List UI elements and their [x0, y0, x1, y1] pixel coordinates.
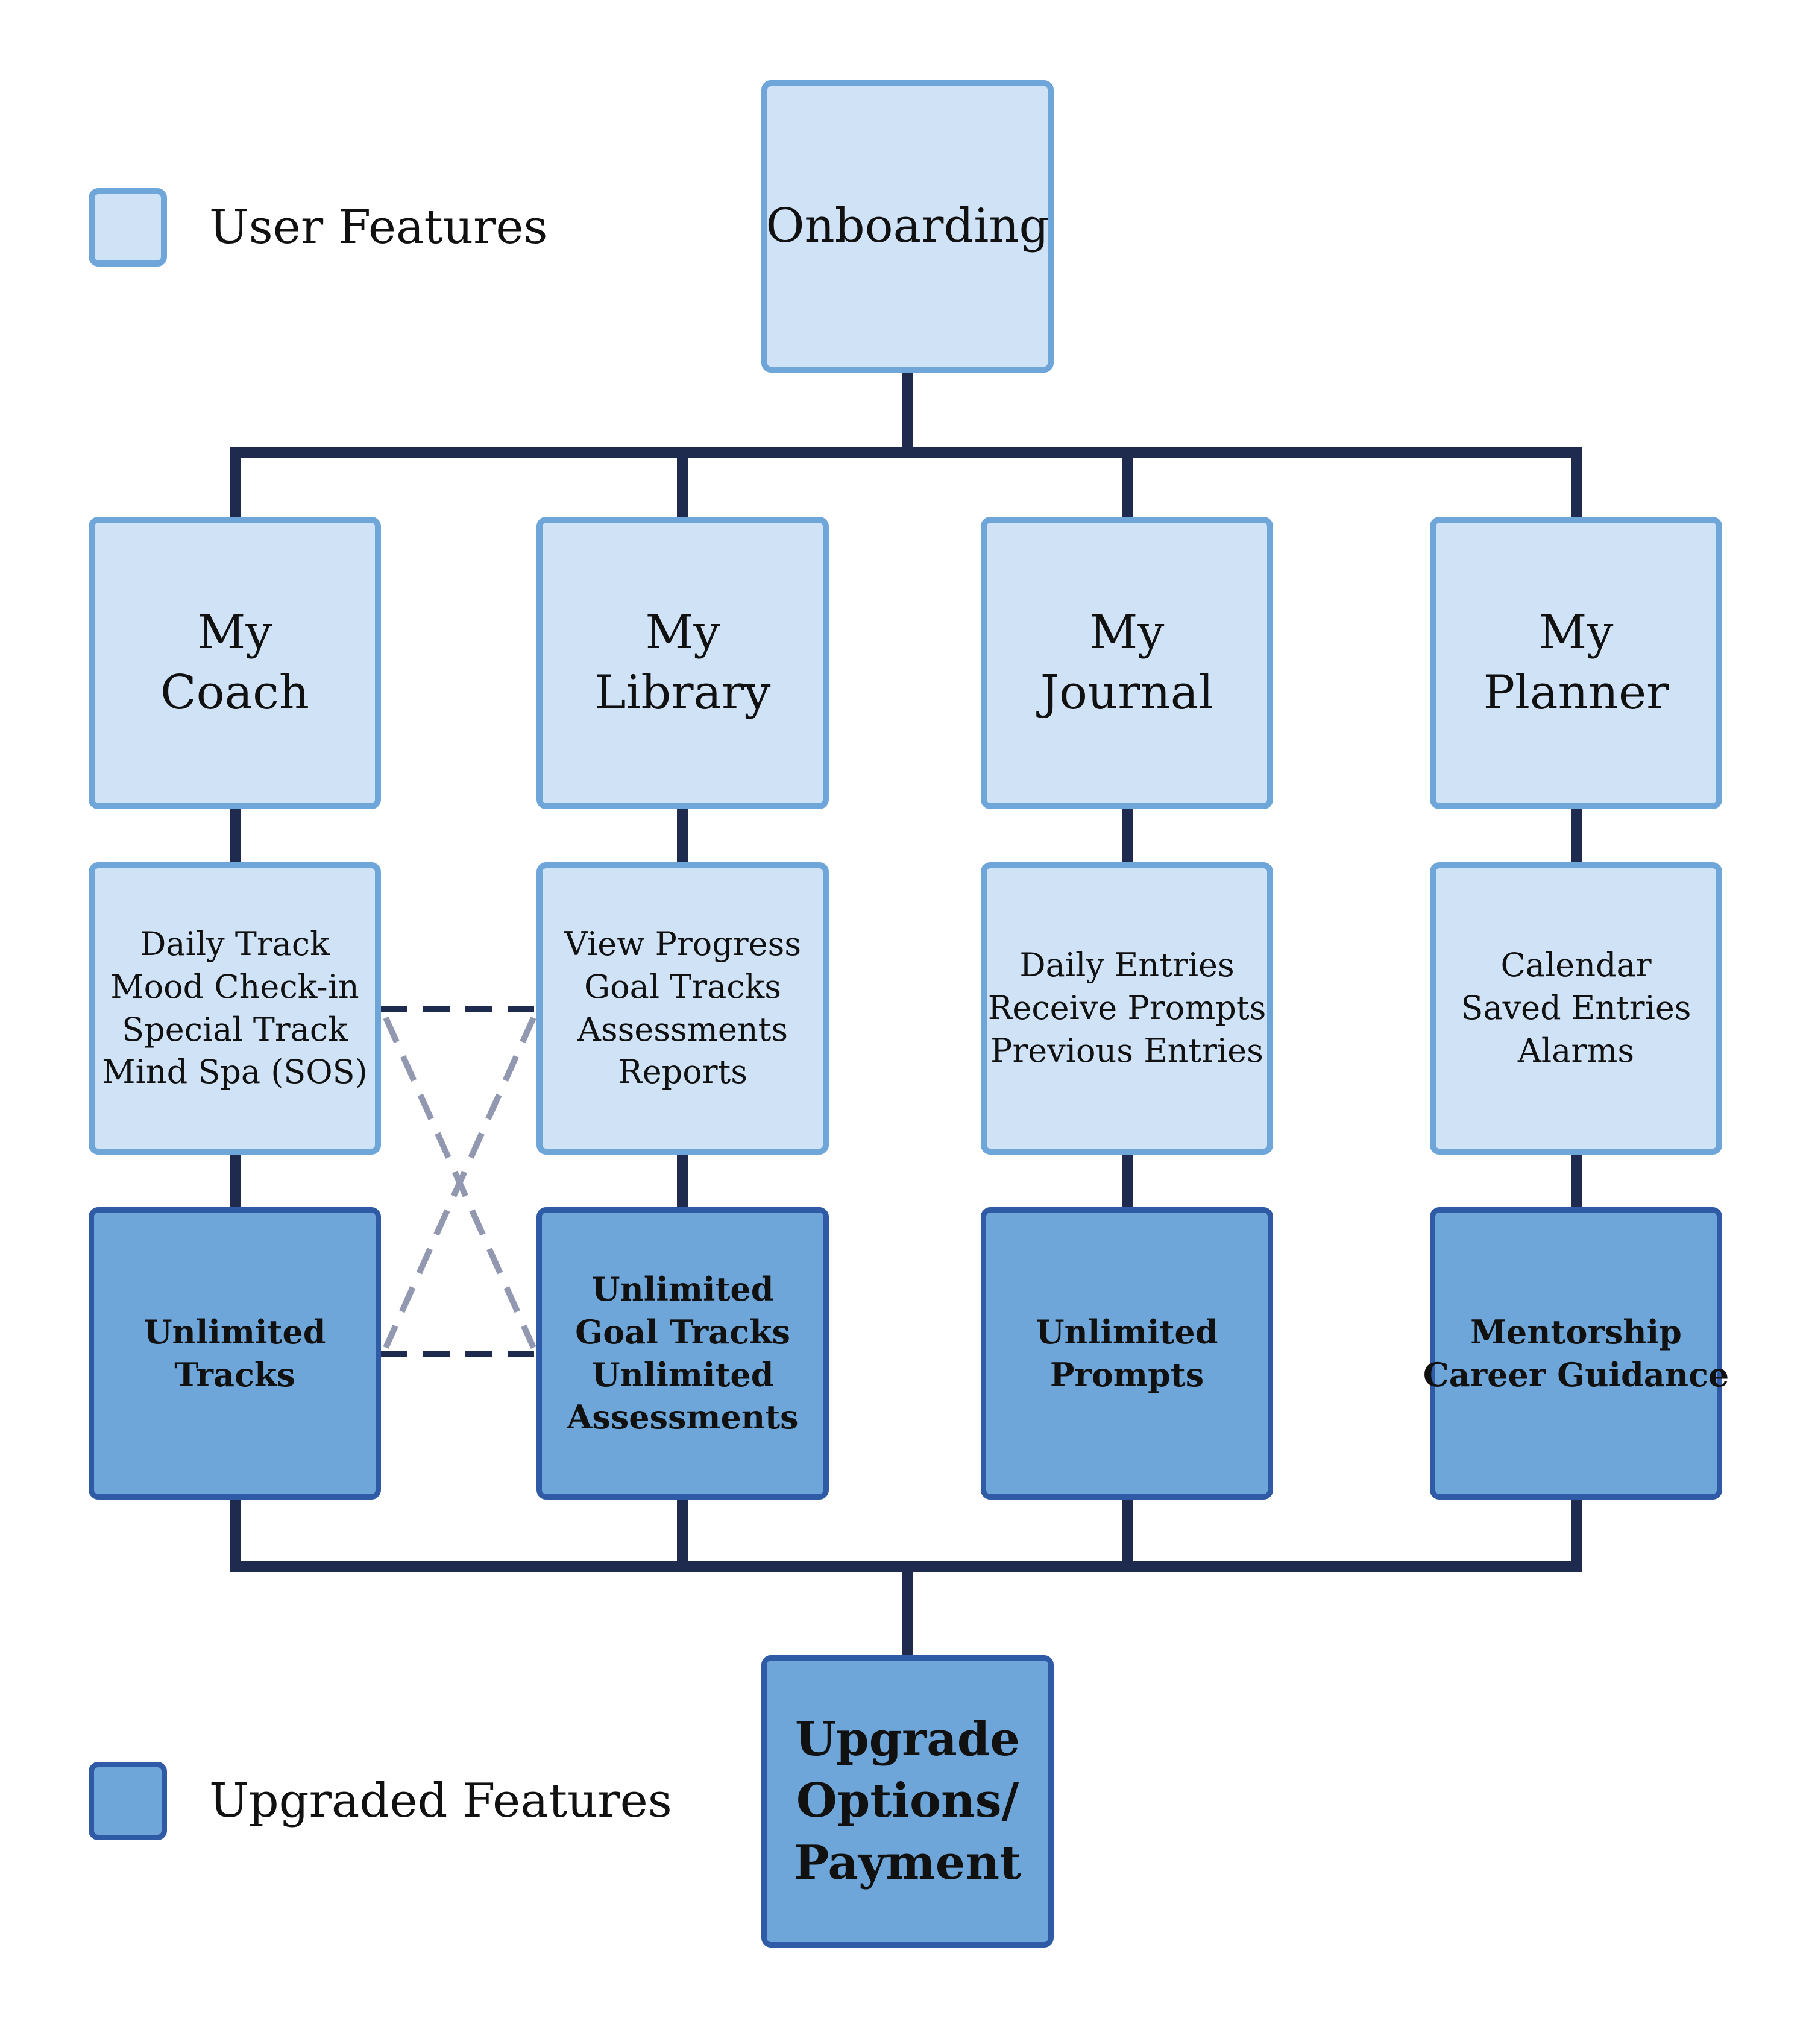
my-library-box: My Library	[536, 517, 829, 809]
coach-feature-3: Special Track	[122, 1010, 348, 1049]
legend-upgraded-swatch	[89, 1762, 167, 1840]
library-upgrade-4: Assessments	[567, 1398, 799, 1437]
my-library-title-line-1: My	[645, 605, 720, 660]
journal-feature-2: Receive Prompts	[987, 989, 1266, 1027]
journal-upgrade-2: Prompts	[1049, 1355, 1204, 1394]
coach-feature-2: Mood Check-in	[110, 967, 359, 1006]
dashed-diagonal-up	[383, 1016, 536, 1349]
my-coach-title-line-1: My	[197, 605, 272, 660]
my-library-features-box: View Progress Goal Tracks Assessments Re…	[536, 862, 829, 1155]
my-planner-title-line-2: Planner	[1483, 665, 1669, 720]
library-feature-2: Goal Tracks	[584, 967, 781, 1006]
upgrade-payment-line-1: Upgrade	[795, 1712, 1020, 1767]
coach-feature-1: Daily Track	[140, 925, 330, 964]
library-upgrade-1: Unlimited	[591, 1270, 774, 1309]
coach-upgrade-1: Unlimited	[143, 1312, 326, 1351]
my-journal-title-line-2: Journal	[1040, 665, 1214, 720]
planner-feature-2: Saved Entries	[1461, 989, 1691, 1027]
legend-user-label: User Features	[209, 200, 548, 254]
my-library-upgrades-box: Unlimited Goal Tracks Unlimited Assessme…	[536, 1207, 829, 1500]
my-journal-features-box: Daily Entries Receive Prompts Previous E…	[981, 862, 1273, 1155]
my-journal-title-line-1: My	[1089, 605, 1165, 660]
my-coach-title-line-2: Coach	[160, 665, 310, 720]
my-journal-upgrades-box: Unlimited Prompts	[981, 1207, 1273, 1500]
onboarding-box: Onboarding	[761, 80, 1054, 373]
legend-upgraded-label: Upgraded Features	[209, 1774, 672, 1828]
onboarding-label: Onboarding	[766, 198, 1049, 253]
my-journal-box: My Journal	[981, 517, 1273, 809]
upgrade-payment-line-3: Payment	[793, 1835, 1022, 1890]
journal-upgrade-1: Unlimited	[1036, 1312, 1218, 1351]
library-feature-1: View Progress	[564, 925, 802, 964]
my-coach-features-box: Daily Track Mood Check-in Special Track …	[89, 862, 381, 1155]
my-planner-upgrades-box: Mentorship Career Guidance	[1423, 1207, 1729, 1500]
my-coach-upgrades-box: Unlimited Tracks	[89, 1207, 381, 1500]
journal-feature-3: Previous Entries	[990, 1031, 1263, 1070]
library-upgrade-3: Unlimited	[591, 1355, 774, 1394]
planner-upgrade-2: Career Guidance	[1423, 1355, 1729, 1394]
legend-user-swatch	[89, 188, 167, 267]
my-planner-title-line-1: My	[1538, 605, 1614, 660]
upgrade-payment-line-2: Options/	[796, 1773, 1019, 1829]
my-planner-box: My Planner	[1430, 517, 1722, 809]
journal-feature-1: Daily Entries	[1019, 946, 1235, 985]
coach-feature-4: Mind Spa (SOS)	[102, 1053, 368, 1091]
library-feature-3: Assessments	[577, 1010, 788, 1049]
coach-upgrade-2: Tracks	[174, 1355, 295, 1394]
upgrade-payment-box: Upgrade Options/ Payment	[761, 1655, 1054, 1948]
my-planner-features-box: Calendar Saved Entries Alarms	[1430, 862, 1722, 1155]
my-coach-box: My Coach	[89, 517, 381, 809]
library-upgrade-2: Goal Tracks	[575, 1312, 790, 1351]
my-library-title-line-2: Library	[594, 665, 771, 720]
library-feature-4: Reports	[618, 1053, 747, 1091]
planner-upgrade-1: Mentorship	[1470, 1312, 1682, 1351]
planner-feature-3: Alarms	[1517, 1031, 1635, 1070]
planner-feature-1: Calendar	[1500, 946, 1652, 985]
